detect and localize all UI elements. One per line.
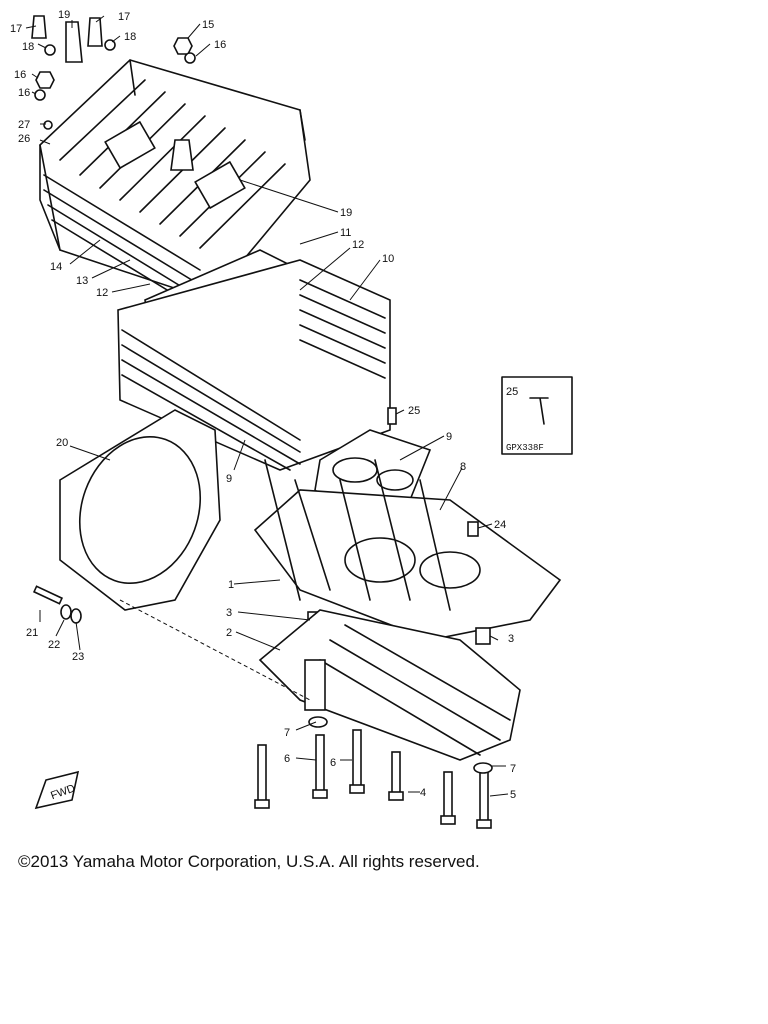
callout-7: 7 <box>284 727 290 739</box>
callout-3: 3 <box>508 633 514 645</box>
inset-part-number: 25 <box>506 386 518 398</box>
callout-20: 20 <box>56 437 68 449</box>
fwd-arrow-icon: FWD <box>34 770 80 810</box>
upper-crankcase <box>253 459 562 645</box>
callout-1: 1 <box>228 579 234 591</box>
callout-22: 22 <box>48 639 60 651</box>
lower-crankcase <box>258 609 521 761</box>
callout-19: 19 <box>340 207 352 219</box>
inset-box: 25 GPX338F <box>501 376 573 455</box>
spark-plugs-and-nuts <box>31 15 196 171</box>
callout-5: 5 <box>510 789 516 801</box>
callout-labels: 17 19 17 18 18 15 16 16 16 27 26 19 11 1… <box>10 9 516 801</box>
callout-4: 4 <box>420 787 426 799</box>
callout-6: 6 <box>330 757 336 769</box>
callout-24: 24 <box>494 519 506 531</box>
callout-9: 9 <box>226 473 232 485</box>
callout-27: 27 <box>18 119 30 131</box>
callout-26: 26 <box>18 133 30 145</box>
callout-6: 6 <box>284 753 290 765</box>
cylinder-head <box>39 59 311 311</box>
inset-code: GPX338F <box>506 443 544 453</box>
callout-9: 9 <box>446 431 452 443</box>
callout-10: 10 <box>382 253 394 265</box>
callout-21: 21 <box>26 627 38 639</box>
callout-16: 16 <box>18 87 30 99</box>
callout-16: 16 <box>14 69 26 81</box>
copyright-notice: ©2013 Yamaha Motor Corporation, U.S.A. A… <box>18 852 480 871</box>
callout-15: 15 <box>202 19 214 31</box>
callout-18: 18 <box>22 41 34 53</box>
callout-23: 23 <box>72 651 84 663</box>
callout-14: 14 <box>50 261 62 273</box>
parts-diagram: 25 GPX338F FWD 17 19 17 18 18 15 16 16 1… <box>10 9 573 829</box>
callout-3: 3 <box>226 607 232 619</box>
callout-2: 2 <box>226 627 232 639</box>
leader-lines <box>25 15 509 797</box>
callout-17: 17 <box>118 11 130 23</box>
callout-17: 17 <box>10 23 22 35</box>
callout-12: 12 <box>352 239 364 251</box>
generator-cover <box>59 409 311 701</box>
callout-18: 18 <box>124 31 136 43</box>
callout-11: 11 <box>340 227 351 239</box>
callout-12: 12 <box>96 287 108 299</box>
callout-8: 8 <box>460 461 466 473</box>
callout-19: 19 <box>58 9 70 21</box>
callout-13: 13 <box>76 275 88 287</box>
callout-7: 7 <box>510 763 516 775</box>
callout-25: 25 <box>408 405 420 417</box>
callout-16: 16 <box>214 39 226 51</box>
